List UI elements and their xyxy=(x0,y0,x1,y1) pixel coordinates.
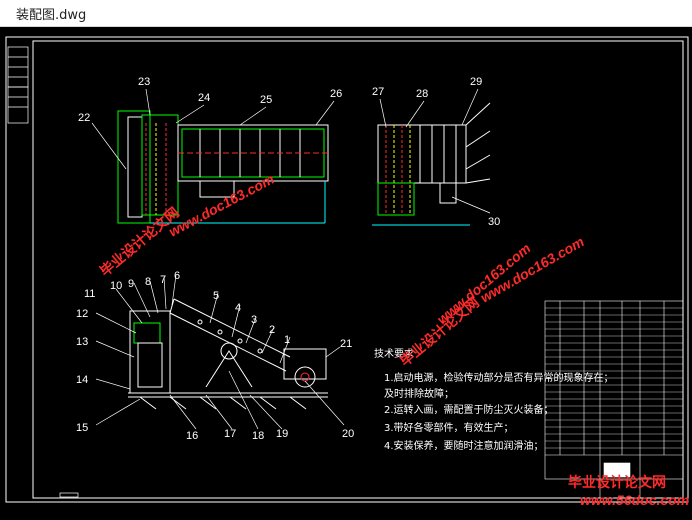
part-label-19: 19 xyxy=(276,428,288,440)
part-label-30: 30 xyxy=(488,216,500,228)
part-label-24: 24 xyxy=(198,92,210,104)
part-label-18: 18 xyxy=(252,430,264,442)
watermark-bottom-cn: 毕业设计论文网 xyxy=(568,474,666,491)
part-labels: 1 2 3 4 5 6 7 8 9 10 11 12 13 14 15 16 1… xyxy=(76,76,500,442)
part-label-4: 4 xyxy=(235,302,241,314)
part-label-26: 26 xyxy=(330,88,342,100)
parts-list-table xyxy=(544,300,684,498)
part-label-28: 28 xyxy=(416,88,428,100)
part-label-20: 20 xyxy=(342,428,354,440)
drawing-inner-frame xyxy=(32,40,684,499)
part-label-25: 25 xyxy=(260,94,272,106)
left-margin-strip xyxy=(7,46,29,124)
part-label-13: 13 xyxy=(76,336,88,348)
tech-req-line-4: 3.带好各零部件，有效生产； xyxy=(384,421,514,434)
watermark-cn-top: 毕业设计论文网 xyxy=(97,204,183,280)
top-right-view xyxy=(372,102,491,226)
top-left-view xyxy=(117,110,330,224)
drawing-frame xyxy=(5,36,689,503)
part-label-7: 7 xyxy=(160,274,166,286)
part-label-6: 6 xyxy=(174,270,180,282)
part-label-11: 11 xyxy=(84,288,95,300)
window-titlebar: 装配图.dwg xyxy=(0,0,692,27)
tech-req-line-3: 2.运转入画，需配置于防尘灭火装备； xyxy=(384,403,554,416)
tech-req-line-5: 4.安装保养，要随时注意加润滑油； xyxy=(384,439,544,452)
part-label-1: 1 xyxy=(284,334,290,346)
part-label-15: 15 xyxy=(76,422,88,434)
part-label-16: 16 xyxy=(186,430,198,442)
tech-req-line-1: 1.启动电源，检验传动部分是否有异常的现象存在； xyxy=(384,371,614,384)
parts-list-rows xyxy=(545,307,683,449)
part-label-23: 23 xyxy=(138,76,150,88)
part-label-10: 10 xyxy=(110,280,122,292)
scale-marker xyxy=(59,492,79,498)
part-label-9: 9 xyxy=(128,278,134,290)
part-label-29: 29 xyxy=(470,76,482,88)
part-label-21: 21 xyxy=(340,338,352,350)
part-label-22: 22 xyxy=(78,112,90,124)
window-title: 装配图.dwg xyxy=(16,8,87,23)
tech-req-line-2: 及时排除故障； xyxy=(384,387,454,400)
drawing-canvas[interactable]: 1 2 3 4 5 6 7 8 9 10 11 12 13 14 15 16 1… xyxy=(0,27,692,520)
part-label-2: 2 xyxy=(269,324,275,336)
watermark-bottom-url: www.56doc.com xyxy=(580,492,689,508)
part-label-12: 12 xyxy=(76,308,88,320)
tech-req-title: 技术要求 xyxy=(374,347,414,360)
bottom-main-view xyxy=(128,298,328,410)
part-label-14: 14 xyxy=(76,374,88,386)
part-label-3: 3 xyxy=(251,314,257,326)
part-label-8: 8 xyxy=(145,276,151,288)
part-label-27: 27 xyxy=(372,86,384,98)
leader-lines xyxy=(91,88,491,430)
technical-requirements: 技术要求 1.启动电源，检验传动部分是否有异常的现象存在； 及时排除故障； 2.… xyxy=(374,347,614,452)
part-label-5: 5 xyxy=(213,290,219,302)
watermark-group: 毕业设计论文网 www.doc163.com 毕业设计论文网 www.doc16… xyxy=(97,171,690,508)
part-label-17: 17 xyxy=(224,428,236,440)
